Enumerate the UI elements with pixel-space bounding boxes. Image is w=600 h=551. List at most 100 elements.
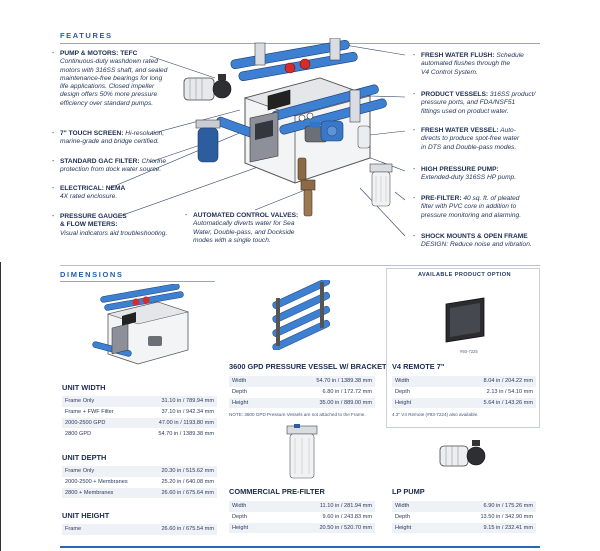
section-divider: [60, 265, 540, 266]
row-label: 2000-2500 GPD: [65, 419, 106, 426]
table-row: Width 8.04 in / 204.22 mm: [392, 376, 536, 387]
feature-gac-filter: STANDARD GAC FILTER: Chlorine protection…: [60, 158, 210, 175]
feature-line: filter with PVC core in addition to: [421, 203, 517, 211]
row-label: Height: [395, 399, 412, 406]
feature-pre-filter: PRE-FILTER: 40 sq. ft. of pleated filter…: [421, 195, 556, 220]
row-label: Frame Only: [65, 398, 95, 405]
feature-line: V4 Control System.: [421, 68, 478, 76]
table-row: 2800 + Membranes 26.60 in / 675.64 mm: [62, 487, 217, 499]
prefilter-title: COMMERCIAL PRE-FILTER: [229, 487, 325, 496]
feature-title: PRESSURE GAUGES: [60, 213, 127, 220]
feature-line: Continuous-duty washdown rated: [60, 58, 158, 66]
row-value: 6.80 in / 172.72 mm: [322, 389, 372, 396]
bullet-dash: -: [413, 127, 416, 134]
feature-line: design offers 50% more pressure: [60, 91, 158, 99]
feature-line: in DTS and Double-pass modes.: [421, 143, 517, 151]
row-value: 54.70 in / 1389.38 mm: [316, 378, 372, 385]
row-value: 26.60 in / 675.64 mm: [161, 489, 214, 496]
feature-line: efficiency over standard pumps.: [60, 99, 154, 107]
gac-filter-illustration: [195, 119, 221, 163]
feature-electrical: ELECTRICAL: NEMA 4X rated enclosure.: [60, 185, 210, 202]
remote-part-number: #93-7225: [460, 349, 478, 354]
feature-line: Chlorine: [139, 158, 166, 165]
row-label: Width: [232, 503, 247, 510]
row-label: Height: [232, 524, 249, 531]
bullet-dash: -: [413, 52, 416, 59]
feature-title: ELECTRICAL: NEMA: [60, 185, 126, 192]
bullet-dash: -: [52, 158, 55, 165]
bullet-dash: -: [52, 185, 55, 192]
row-label: Width: [232, 378, 247, 385]
remote-note: 4.3" V4 Remote (#93-7224) also available…: [392, 412, 479, 417]
vessel-note: NOTE: 3600 GPD Pressure Vessels are not …: [229, 412, 366, 417]
feature-line: fittings used on product water.: [421, 107, 509, 115]
page-edge: [0, 262, 1, 551]
unit-width-title: UNIT WIDTH: [62, 383, 106, 392]
unit-height-title: UNIT HEIGHT: [62, 511, 110, 520]
bullet-dash: -: [413, 91, 416, 98]
feature-high-pressure-pump: HIGH PRESSURE PUMP: Extended-duty 316SS …: [421, 166, 556, 183]
features-rule: [60, 43, 540, 44]
bottom-accent-bar: [60, 546, 540, 548]
feature-line: pressure ports, and FDA/NSF51: [421, 99, 516, 107]
feature-line: Automatically diverts water for Sea: [193, 220, 295, 228]
bullet-dash: -: [413, 166, 416, 173]
feature-title: 7" TOUCH SCREEN:: [60, 130, 124, 137]
row-label: 2000-2500 + Membranes: [65, 479, 128, 486]
bullet-dash: -: [185, 212, 188, 219]
row-value: 9.15 in / 232.41 mm: [483, 524, 533, 531]
feature-line: Hi-resolution,: [123, 130, 165, 137]
row-label: Width: [395, 378, 410, 385]
feature-line: marine-grade and bridge certified.: [60, 138, 159, 146]
feature-line: maintenance-free bearings for long: [60, 74, 163, 82]
row-label: 2800 + Membranes: [65, 489, 114, 496]
lp-pump-illustration: [439, 440, 486, 467]
feature-line: motors with 316SS shaft, and sealed: [60, 66, 168, 74]
row-value: 13.50 in / 342.90 mm: [480, 514, 533, 521]
row-label: Depth: [395, 389, 410, 396]
row-label: Depth: [395, 514, 410, 521]
row-value: 5.64 in / 143.26 mm: [483, 399, 533, 406]
row-label: Frame + FWF Filter: [65, 409, 114, 416]
v4-remote-illustration: [445, 297, 485, 343]
table-row: Width 54.70 in / 1389.38 mm: [229, 376, 375, 387]
dimensions-heading: DIMENSIONS: [60, 270, 124, 279]
feature-line: 316SS product/: [488, 91, 536, 98]
commercial-prefilter-illustration: [286, 424, 318, 479]
dimensions-rule: [60, 281, 215, 282]
callout-leader-lines: [109, 44, 406, 237]
row-value: 20.30 in / 515.62 mm: [161, 468, 214, 475]
feature-line: 40 sq. ft. of pleated: [461, 195, 520, 202]
feature-title: & FLOW METERS:: [60, 221, 118, 229]
bullet-dash: -: [52, 50, 55, 57]
feature-title: PRODUCT VESSELS:: [421, 91, 489, 98]
pressure-vessel-illustration: [272, 280, 331, 350]
table-row: Depth 13.50 in / 342.90 mm: [392, 511, 536, 523]
row-value: 54.70 in / 1389.38 mm: [158, 430, 214, 437]
feature-title: PRE-FILTER:: [421, 195, 462, 202]
feature-pressure-gauges: PRESSURE GAUGES & FLOW METERS: Visual in…: [60, 213, 210, 238]
hp-pump-illustration: [320, 120, 344, 142]
features-heading: FEATURES: [60, 31, 113, 40]
control-valve-illustration: [300, 179, 316, 217]
available-option-title: AVAILABLE PRODUCT OPTION: [418, 272, 511, 278]
feature-fresh-water-flush: FRESH WATER FLUSH: Schedule automated fl…: [421, 52, 556, 77]
feature-title: STANDARD GAC FILTER:: [60, 158, 140, 165]
row-value: 8.04 in / 204.22 mm: [483, 378, 533, 385]
table-row: Height 5.64 in / 143.26 mm: [392, 397, 536, 409]
row-label: Depth: [232, 514, 247, 521]
